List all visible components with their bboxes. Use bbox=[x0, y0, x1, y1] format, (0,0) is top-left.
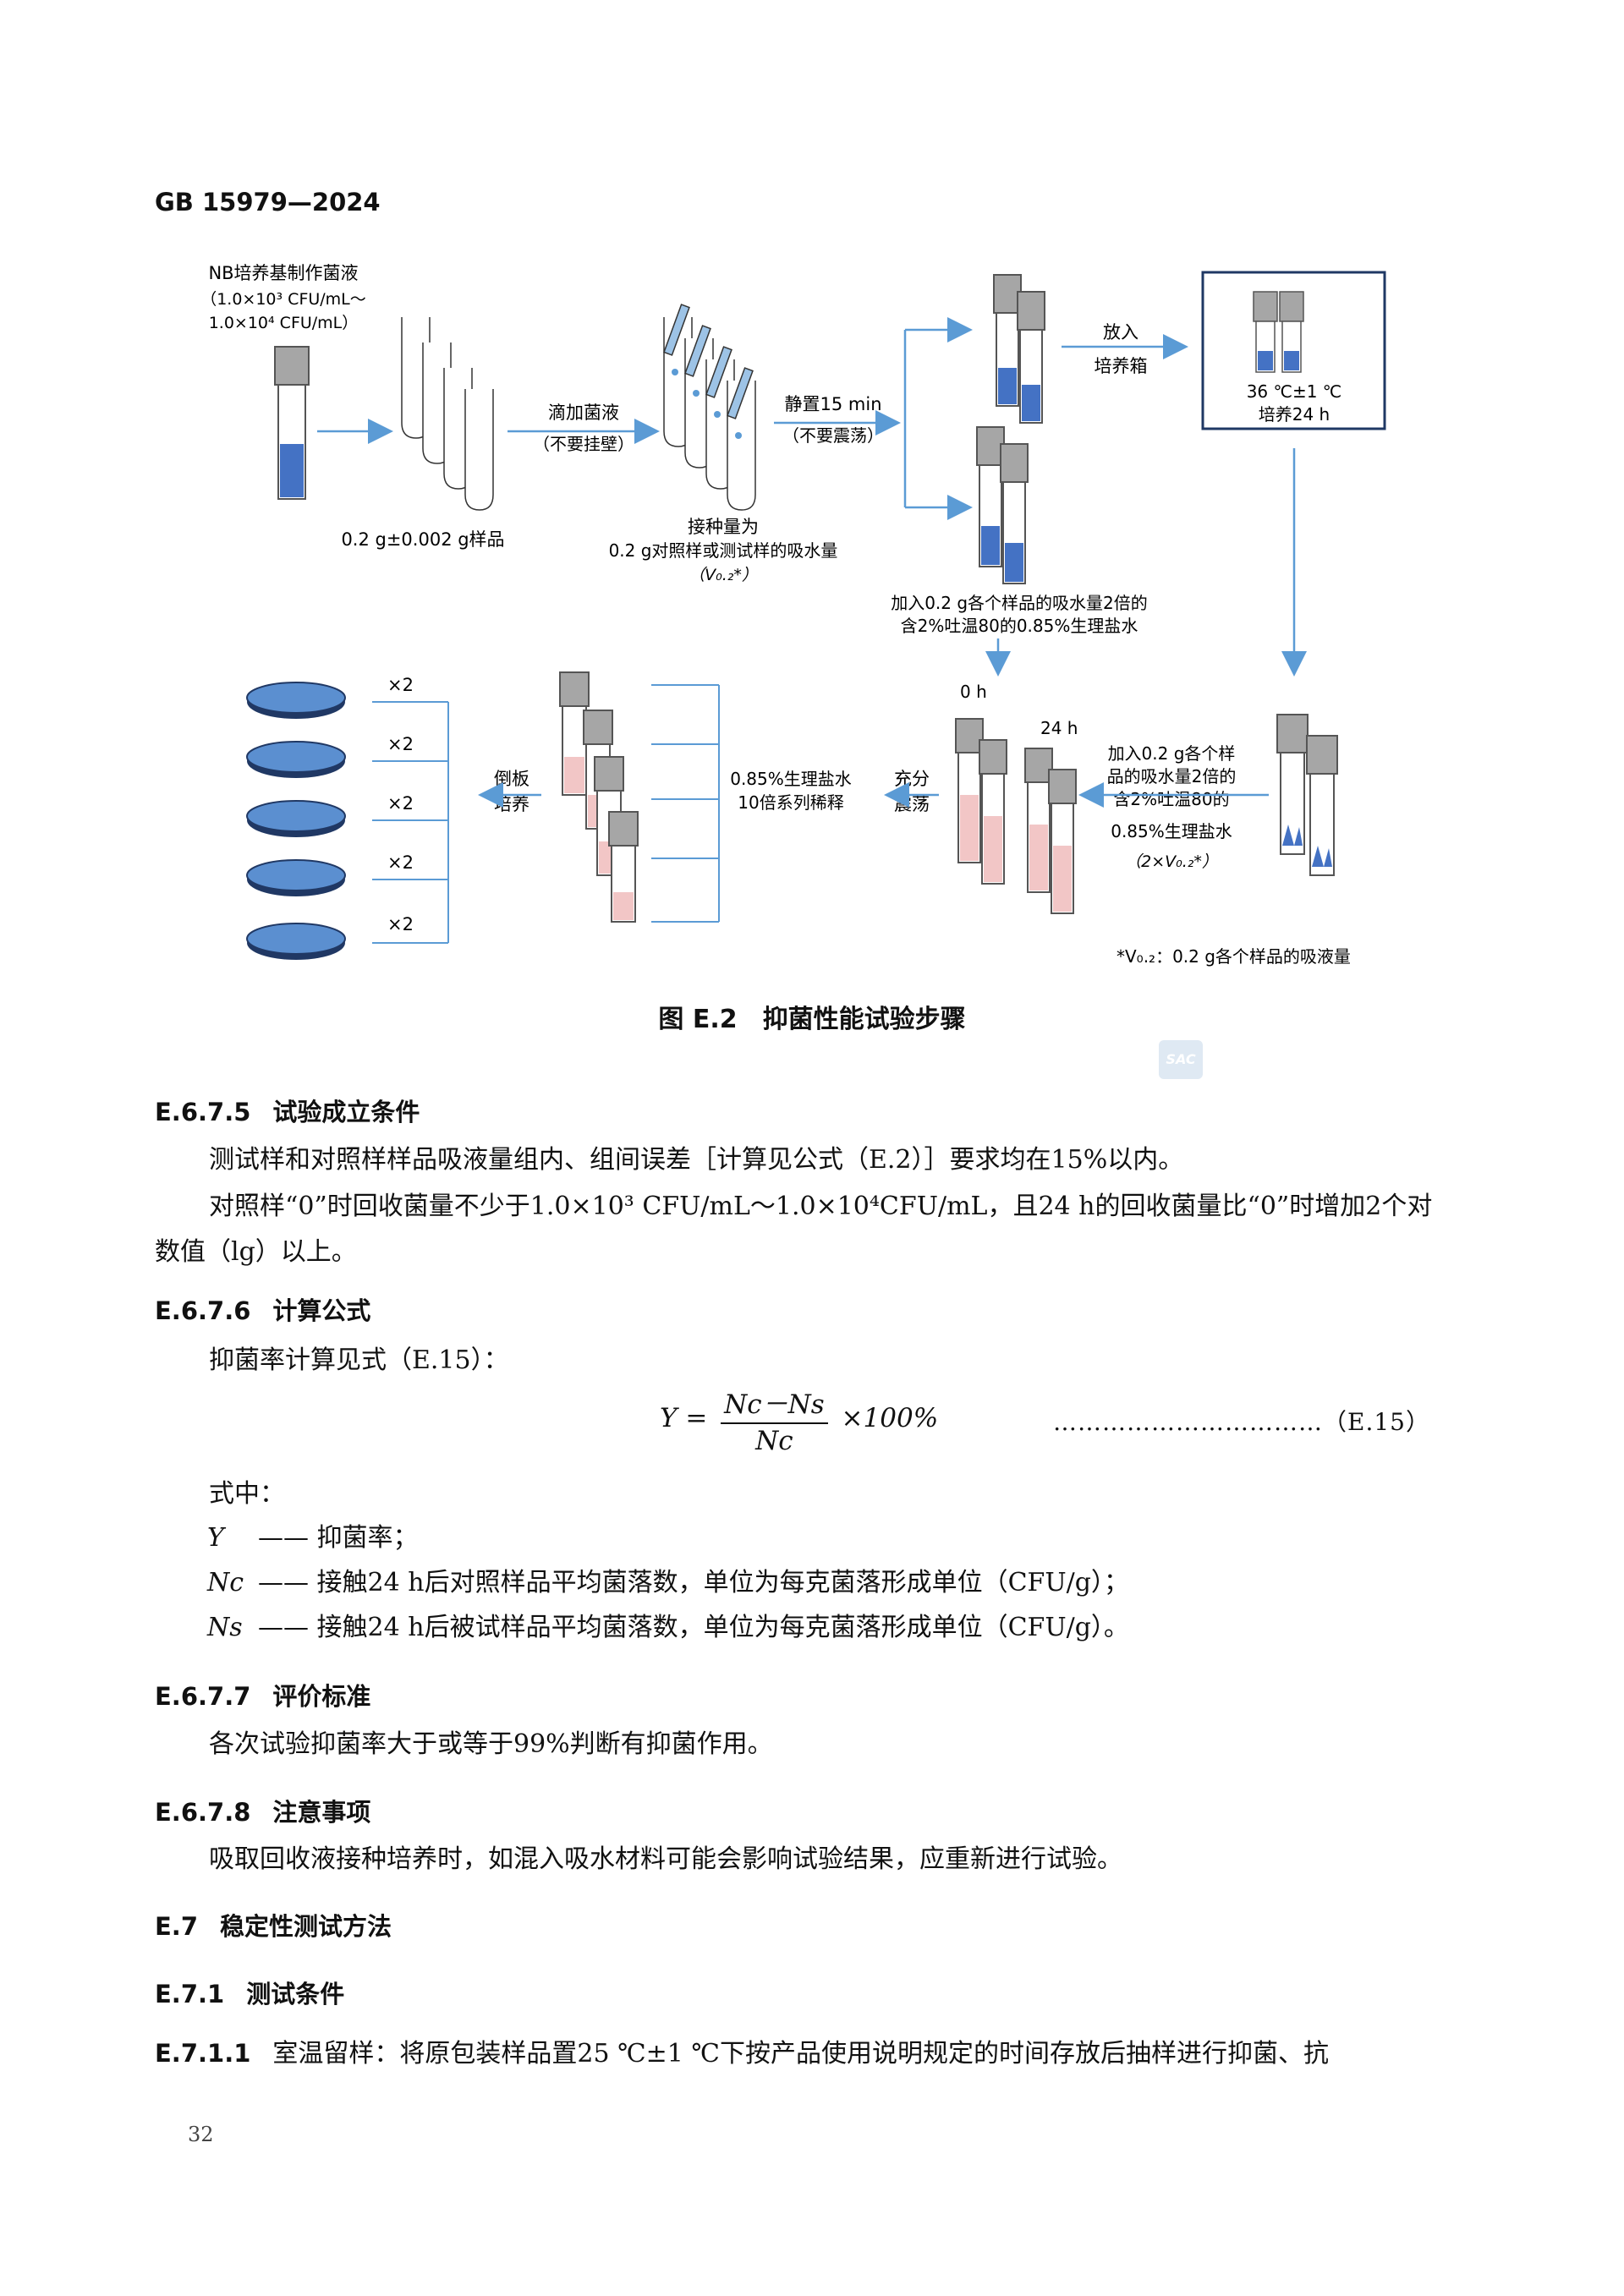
formula-lhs: Y = bbox=[660, 1403, 708, 1433]
section-number: E.6.7.8 bbox=[155, 1798, 251, 1827]
section-number: E.6.7.7 bbox=[155, 1682, 251, 1711]
paragraph: 测试样和对照样样品吸液量组内、组间误差［计算见公式（E.2）］要求均在15%以内… bbox=[209, 1145, 1184, 1175]
formula-fraction: Nc－Ns Nc bbox=[721, 1383, 828, 1456]
paragraph: 式中： bbox=[209, 1479, 285, 1509]
plate-multiplier: ×2 bbox=[387, 914, 414, 934]
formula: Y = Nc－Ns Nc ×100% bbox=[660, 1383, 938, 1456]
figure-footnote: *V₀.₂：0.2 g各个样品的吸液量 bbox=[1116, 946, 1351, 967]
nb-culture-label: NB培养基制作菌液 bbox=[208, 263, 358, 283]
definition-symbol: Ns bbox=[207, 1613, 243, 1642]
paragraph: 各次试验抑菌率大于或等于99%判断有抑菌作用。 bbox=[209, 1729, 773, 1759]
formula-numerator: Nc－Ns bbox=[721, 1383, 828, 1424]
inoculation-tubes bbox=[663, 304, 756, 511]
sac-watermark: SAC bbox=[1159, 1040, 1203, 1079]
paragraph: 吸取回收液接种培养时，如混入吸水材料可能会影响试验结果，应重新进行试验。 bbox=[209, 1844, 1122, 1874]
clause-number: E.7.1.1 bbox=[155, 2039, 251, 2068]
section-title: 注意事项 bbox=[272, 1798, 371, 1827]
stand-note: （不要震荡） bbox=[782, 425, 884, 446]
concentration-line2: 1.0×10⁴ CFU/mL） bbox=[209, 314, 359, 332]
add2-line4: 0.85%生理盐水 bbox=[1111, 821, 1232, 841]
culture-tube bbox=[274, 346, 310, 500]
page-number: 32 bbox=[188, 2123, 214, 2146]
dilution-tubes bbox=[559, 671, 639, 923]
inoculum-line1: 接种量为 bbox=[688, 517, 759, 537]
plate-multiplier: ×2 bbox=[387, 675, 414, 695]
inoculated-tube-pair-0h bbox=[976, 426, 1029, 584]
section-heading: E.7 稳定性测试方法 bbox=[155, 1907, 392, 1943]
section-title: 计算公式 bbox=[272, 1296, 371, 1325]
definition-symbol: Y bbox=[207, 1523, 224, 1553]
definition-text: —— 接触24 h后对照样品平均菌落数，单位为每克菌落形成单位（CFU/g）； bbox=[258, 1568, 1129, 1597]
figure-caption: 图 E.2 抑菌性能试验步骤 bbox=[658, 1005, 966, 1034]
add2-line2: 品的吸水量2倍的 bbox=[1107, 766, 1237, 786]
pour-line2: 培养 bbox=[494, 794, 529, 814]
saline-tube-pair bbox=[1276, 714, 1338, 876]
incubation-time: 培养24 h bbox=[1259, 404, 1330, 425]
add2-line5: （2×V₀.₂*） bbox=[1125, 852, 1218, 871]
shake-line1: 充分 bbox=[894, 769, 930, 789]
incubation-temperature: 36 ℃±1 ℃ bbox=[1247, 381, 1342, 402]
section-heading: E.6.7.8 注意事项 bbox=[155, 1793, 370, 1828]
formula-number: （E.15） bbox=[1323, 1408, 1430, 1436]
formula-tag: ……………………………（E.15） bbox=[1053, 1404, 1430, 1438]
clause-paragraph: E.7.1.1 室温留样：将原包装样品置25 ℃±1 ℃下按产品使用说明规定的时间… bbox=[155, 2032, 1474, 2069]
section-title: 测试条件 bbox=[246, 1980, 345, 2008]
plate-multiplier: ×2 bbox=[387, 734, 414, 754]
definition-row: Nc —— 接触24 h后对照样品平均菌落数，单位为每克菌落形成单位（CFU/g）… bbox=[207, 1561, 1129, 1598]
drip-note: （不要挂壁） bbox=[533, 434, 634, 454]
sample-tubes bbox=[401, 317, 494, 511]
shake-line2: 震荡 bbox=[894, 794, 930, 814]
time-0h-label: 0 h bbox=[960, 682, 987, 702]
inoculated-tube-pair-24h bbox=[993, 274, 1045, 424]
incubator-box: 36 ℃±1 ℃ 培养24 h bbox=[1201, 271, 1386, 430]
section-number: E.6.7.6 bbox=[155, 1296, 251, 1325]
inoculum-line3: （V₀.₂*） bbox=[689, 566, 758, 584]
section-heading: E.6.7.6 计算公式 bbox=[155, 1291, 370, 1327]
incubator-label: 培养箱 bbox=[1095, 356, 1148, 376]
time-24h-label: 24 h bbox=[1040, 718, 1078, 738]
stand-label: 静置15 min bbox=[785, 394, 882, 414]
sample-mass-label: 0.2 g±0.002 g样品 bbox=[341, 529, 504, 550]
section-heading: E.6.7.5 试验成立条件 bbox=[155, 1093, 420, 1128]
definition-symbol: Nc bbox=[207, 1568, 244, 1597]
definition-text: —— 接触24 h后被试样品平均菌落数，单位为每克菌落形成单位（CFU/g）。 bbox=[258, 1613, 1129, 1642]
add2-line3: 含2%吐温80的 bbox=[1113, 789, 1229, 809]
section-number: E.6.7.5 bbox=[155, 1098, 251, 1126]
pour-line1: 倒板 bbox=[494, 769, 529, 789]
formula-leader-dots: …………………………… bbox=[1053, 1408, 1323, 1436]
section-title: 稳定性测试方法 bbox=[220, 1912, 392, 1941]
add-saline-line1: 加入0.2 g各个样品的吸水量2倍的 bbox=[891, 593, 1148, 613]
section-heading: E.6.7.7 评价标准 bbox=[155, 1677, 370, 1712]
paragraph: 抑菌率计算见式（E.15）： bbox=[209, 1345, 509, 1375]
definition-row: Y —— 抑菌率； bbox=[207, 1516, 419, 1553]
concentration-line1: （1.0×10³ CFU/mL～ bbox=[200, 290, 366, 309]
petri-plates bbox=[246, 682, 346, 960]
section-number: E.7.1 bbox=[155, 1980, 225, 2008]
put-label: 放入 bbox=[1103, 322, 1138, 342]
plate-multiplier: ×2 bbox=[387, 793, 414, 814]
drip-label: 滴加菌液 bbox=[548, 403, 619, 423]
clause-text: 室温留样：将原包装样品置25 ℃±1 ℃下按产品使用说明规定的时间存放后抽样进行… bbox=[272, 2039, 1329, 2069]
formula-rhs: ×100% bbox=[841, 1403, 939, 1433]
plate-multiplier: ×2 bbox=[387, 852, 414, 873]
recovery-tubes bbox=[955, 718, 1077, 914]
standard-header: GB 15979—2024 bbox=[155, 188, 381, 216]
definition-row: Ns —— 接触24 h后被试样品平均菌落数，单位为每克菌落形成单位（CFU/g）… bbox=[207, 1606, 1129, 1643]
section-number: E.7 bbox=[155, 1912, 199, 1941]
inoculum-line2: 0.2 g对照样或测试样的吸水量 bbox=[609, 540, 838, 561]
dilute-line2: 10倍系列稀释 bbox=[738, 792, 843, 813]
formula-denominator: Nc bbox=[755, 1426, 793, 1456]
dilute-line1: 0.85%生理盐水 bbox=[730, 769, 852, 789]
experiment-flow-diagram: NB培养基制作菌液 （1.0×10³ CFU/mL～ 1.0×10⁴ CFU/m… bbox=[200, 263, 1386, 967]
add2-line1: 加入0.2 g各个样 bbox=[1108, 743, 1236, 764]
section-title: 评价标准 bbox=[272, 1682, 371, 1711]
paragraph: 对照样“0”时回收菌量不少于1.0×10³ CFU/mL～1.0×10⁴CFU/… bbox=[155, 1192, 1433, 1267]
add-saline-line2: 含2%吐温80的0.85%生理盐水 bbox=[901, 616, 1138, 636]
section-title: 试验成立条件 bbox=[272, 1098, 420, 1126]
section-heading: E.7.1 测试条件 bbox=[155, 1975, 344, 2010]
definition-text: —— 抑菌率； bbox=[258, 1523, 419, 1553]
